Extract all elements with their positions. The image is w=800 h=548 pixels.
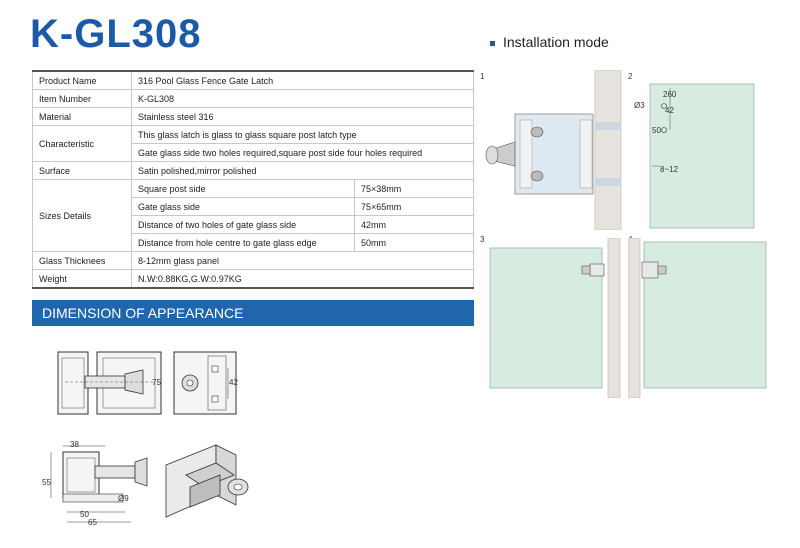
size-value: 75×38mm — [354, 179, 474, 198]
top-view-drawing — [50, 445, 148, 523]
product-title: K-GL308 — [30, 12, 202, 56]
size-value: 42mm — [354, 215, 474, 234]
dim-50-label: 50 — [80, 510, 89, 519]
bullet-icon — [490, 40, 495, 46]
figure-number: 1 — [480, 72, 485, 81]
installation-figure-3 — [489, 238, 621, 398]
dim-42-label: 42 — [665, 106, 674, 115]
spec-value: 8-12mm glass panel — [131, 251, 474, 270]
table-row: Sizes Details Square post side 75×38mm — [32, 179, 474, 252]
table-row: Distance of two holes of gate glass side… — [33, 215, 474, 234]
spec-label: Glass Thicknees — [32, 251, 132, 270]
installation-figure-2 — [649, 83, 755, 229]
spec-value: Satin polished,mirror polished — [131, 161, 474, 180]
installation-heading-text: Installation mode — [503, 34, 609, 50]
size-value: 75×65mm — [354, 197, 474, 216]
installation-figure-1 — [485, 70, 622, 230]
installation-figure-4 — [628, 238, 767, 398]
dim-42-label: 42 — [229, 378, 238, 387]
table-row: Characteristic This glass latch is glass… — [32, 125, 474, 162]
table-row: Item Number K-GL308 — [32, 89, 474, 108]
table-row: Product Name 316 Pool Glass Fence Gate L… — [32, 70, 474, 90]
table-row: Glass Thicknees 8-12mm glass panel — [32, 251, 474, 270]
spec-label: Product Name — [32, 70, 132, 90]
dim-hole-label: Ø3 — [634, 101, 645, 110]
spec-label: Characteristic — [32, 125, 132, 162]
spec-label: Surface — [32, 161, 132, 180]
size-value: 50mm — [354, 233, 474, 252]
isometric-view-drawing — [165, 444, 249, 518]
spec-label: Material — [32, 107, 132, 126]
dim-50-label: 50 — [652, 126, 661, 135]
spec-value: Gate glass side two holes required,squar… — [131, 143, 474, 162]
installation-heading: Installation mode — [490, 34, 609, 50]
side-view-drawing — [173, 351, 237, 415]
spec-value: K-GL308 — [131, 89, 474, 108]
size-name: Distance from hole centre to gate glass … — [131, 233, 355, 252]
figure-number: 2 — [628, 72, 633, 81]
table-row: Weight N.W:0.88KG,G.W:0.97KG — [32, 269, 474, 289]
dim-65-label: 65 — [88, 518, 97, 527]
figure-number: 3 — [480, 235, 485, 244]
spec-value: 316 Pool Glass Fence Gate Latch — [131, 70, 474, 90]
table-row: Gate glass side 75×65mm — [33, 197, 474, 216]
size-name: Gate glass side — [131, 197, 355, 216]
dim-75-label: 75 — [152, 378, 161, 387]
size-name: Square post side — [131, 179, 355, 198]
spec-label: Sizes Details — [32, 179, 132, 252]
spec-label: Weight — [32, 269, 132, 289]
table-row: Surface Satin polished,mirror polished — [32, 161, 474, 180]
dim-55-label: 55 — [42, 478, 51, 487]
dim-hole-label: Ø9 — [118, 494, 129, 503]
dimension-heading: DIMENSION OF APPEARANCE — [32, 300, 474, 326]
dim-thickness-label: 8~12 — [660, 165, 679, 174]
dim-260-label: 260 — [663, 90, 677, 99]
spec-value: N.W:0.88KG,G.W:0.97KG — [131, 269, 474, 289]
size-name: Distance of two holes of gate glass side — [131, 215, 355, 234]
spec-label: Item Number — [32, 89, 132, 108]
dim-38-label: 38 — [70, 440, 79, 449]
front-view-drawing — [57, 351, 162, 415]
table-row: Material Stainless steel 316 — [32, 107, 474, 126]
spec-value: Stainless steel 316 — [131, 107, 474, 126]
spec-value: This glass latch is glass to glass squar… — [131, 125, 474, 144]
spec-table: Product Name 316 Pool Glass Fence Gate L… — [32, 70, 474, 289]
